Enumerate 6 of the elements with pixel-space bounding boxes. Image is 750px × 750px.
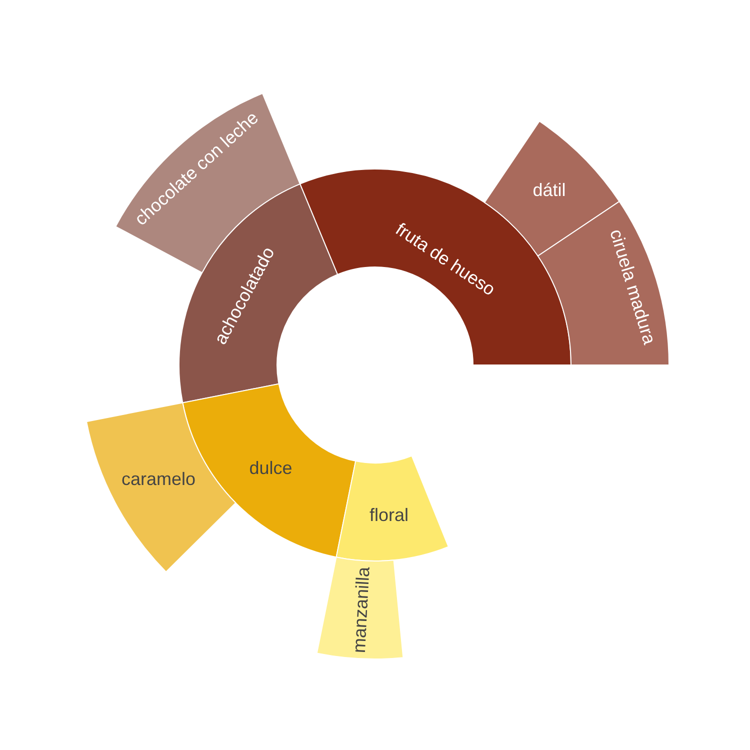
segment-label: manzanilla (350, 566, 375, 654)
segment-label: dulce (249, 458, 292, 479)
segment-label: dátil (532, 181, 566, 202)
segment-label: ciruela madura (606, 226, 660, 347)
segment-label: caramelo (121, 470, 196, 490)
segment-label: floral (370, 506, 409, 526)
